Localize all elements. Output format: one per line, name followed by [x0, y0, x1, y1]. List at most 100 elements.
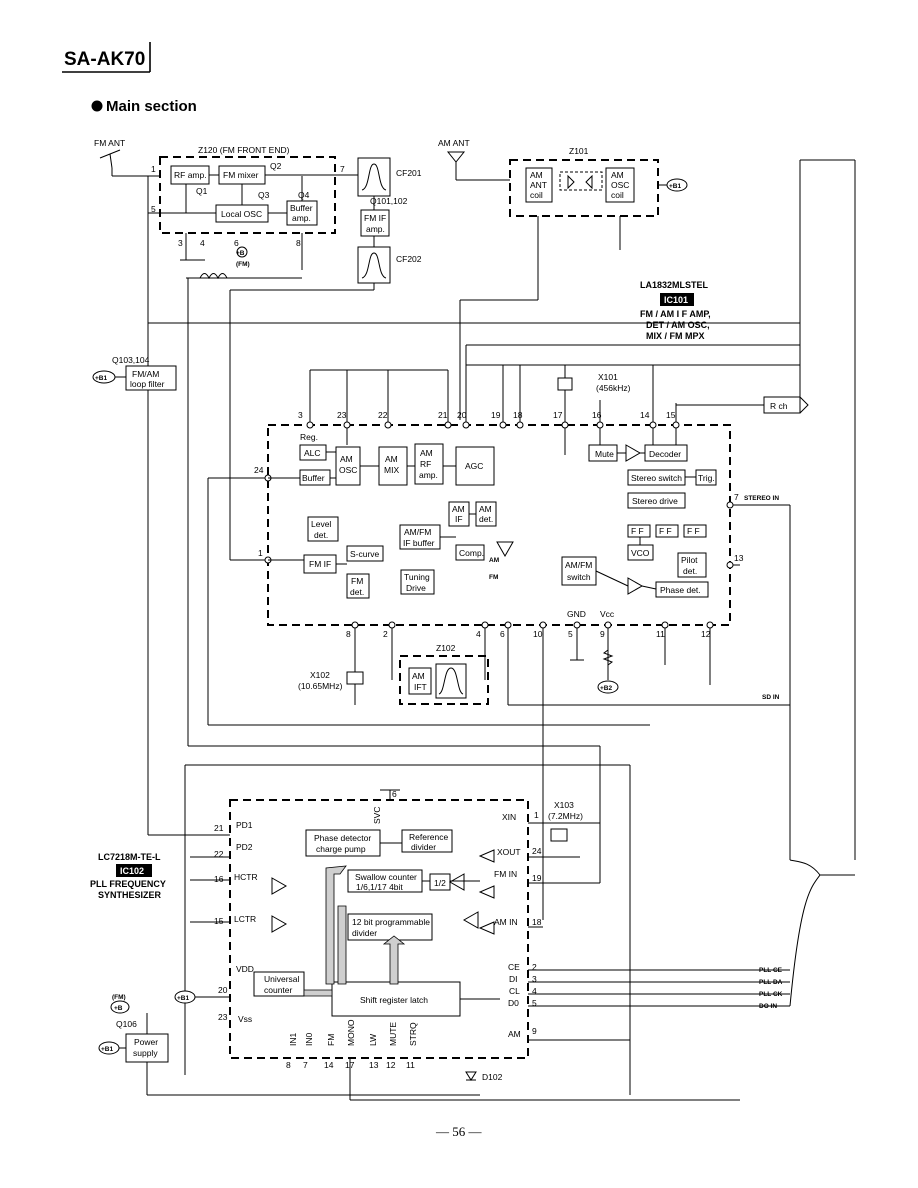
- pd2-label: PD2: [236, 842, 253, 852]
- reference-divider-2: divider: [411, 842, 436, 852]
- comp-block: Comp.: [459, 548, 484, 558]
- ic101-box: [267, 424, 731, 626]
- d102-label: D102: [482, 1072, 503, 1082]
- agc-block: AGC: [465, 461, 483, 471]
- varactor-icon: [567, 174, 593, 190]
- pll-ce-label: PLL CE: [759, 967, 783, 974]
- b2-label: +B2: [600, 685, 612, 692]
- q106-label: Q106: [116, 1019, 137, 1029]
- phase-detector-1: Phase detector: [314, 833, 371, 843]
- z102-box: [399, 655, 489, 705]
- programmable-divider-2: divider: [352, 928, 377, 938]
- fm-if-block: FM IF: [309, 559, 331, 569]
- am-ant-coil-1: AM: [530, 170, 543, 180]
- am-osc-1: AM: [340, 454, 353, 464]
- hctr-label: HCTR: [234, 872, 258, 882]
- ic102-pin-15: 15: [214, 916, 224, 926]
- vss-label: Vss: [238, 1014, 252, 1024]
- ic102-box: [229, 799, 529, 1059]
- am-mix-2: MIX: [384, 465, 399, 475]
- ic102-func-1: PLL FREQUENCY: [90, 879, 166, 889]
- vcc-label: Vcc: [600, 609, 615, 619]
- buffer-block: Buffer: [302, 473, 325, 483]
- ic101-pin-5: 5: [568, 629, 573, 639]
- resistor-icon: [602, 649, 614, 666]
- power-supply-2: supply: [133, 1048, 158, 1058]
- lw-label: LW: [368, 1034, 378, 1046]
- ic101-func-3: MIX / FM MPX: [646, 331, 705, 341]
- coil-icon: [199, 273, 228, 280]
- programmable-divider-1: 12 bit programmable: [352, 917, 430, 927]
- ic101-pin-11: 11: [656, 629, 665, 639]
- trig-block: Trig.: [698, 473, 715, 483]
- ic102-pin-12: 12: [386, 1060, 396, 1070]
- b1-power: +B1: [101, 1046, 113, 1053]
- pin-3: 3: [178, 238, 183, 248]
- ic102-pin-7: 7: [303, 1060, 308, 1070]
- buffer-amp-label-2: amp.: [292, 213, 311, 223]
- am-det-1: AM: [479, 504, 492, 514]
- am-fm-switch-2: switch: [567, 572, 591, 582]
- ic102-pin-9: 9: [532, 1026, 537, 1036]
- z101-box: [509, 159, 659, 217]
- crystal-x101-icon: [557, 377, 573, 391]
- pll-ck-label: PLL CK: [759, 991, 783, 998]
- mute-block: Mute: [595, 449, 614, 459]
- ic101-pin-18: 18: [513, 410, 523, 420]
- x103-label: X103: [554, 800, 574, 810]
- ic101-pin-19: 19: [491, 410, 501, 420]
- am-in-label: AM IN: [494, 917, 518, 927]
- ic102-pin-20: 20: [218, 985, 228, 995]
- bullet-icon: [91, 100, 103, 112]
- ic101-pin-10: 10: [533, 629, 543, 639]
- local-osc-block: Local OSC: [221, 209, 262, 219]
- z120-label: Z120 (FM FRONT END): [198, 145, 290, 155]
- am-ift-1: AM: [412, 671, 425, 681]
- x101-freq: (456kHz): [596, 383, 631, 393]
- loop-filter-label-2: loop filter: [130, 379, 165, 389]
- swallow-counter-2: 1/6,1/17 4bit: [356, 882, 403, 892]
- ic102-pin-4: 4: [532, 986, 537, 996]
- gnd-label: GND: [567, 609, 586, 619]
- fm-tag-power: (FM): [112, 994, 126, 1001]
- fm-det-2: det.: [350, 587, 364, 597]
- ic101-pin-8: 8: [346, 629, 351, 639]
- mute-label: MUTE: [388, 1022, 398, 1046]
- ic101-package: LA1832MLSTEL IC101 FM / AM I F AMP, DET …: [208, 280, 809, 770]
- amplifier-triangles: [271, 849, 495, 935]
- ic101-pin-20: 20: [457, 410, 467, 420]
- am-fm-if-buffer-1: AM/FM: [404, 527, 431, 537]
- am-ift-2: IFT: [414, 682, 427, 692]
- ic102-pin-21: 21: [214, 823, 224, 833]
- ic101-pin-13: 13: [734, 553, 744, 563]
- pin-7: 7: [340, 164, 345, 174]
- page-header: SA-AK70 Main section: [62, 42, 197, 115]
- b1-z101: +B1: [669, 183, 681, 190]
- z102-label: Z102: [436, 643, 456, 653]
- x102-label: X102: [310, 670, 330, 680]
- ic101-pin-12: 12: [701, 629, 711, 639]
- mono-label: MONO: [346, 1019, 356, 1046]
- vco-block: VCO: [631, 548, 650, 558]
- universal-counter-1: Universal: [264, 974, 300, 984]
- ic101-pin-14: 14: [640, 410, 650, 420]
- x101-label: X101: [598, 372, 618, 382]
- q3-label: Q3: [258, 190, 270, 200]
- ic102-pin-11: 11: [406, 1060, 415, 1070]
- svc-label: SVC: [372, 807, 382, 824]
- ic102-part: LC7218M-TE-L: [98, 852, 161, 862]
- q103-label: Q103,104: [112, 355, 150, 365]
- universal-counter-2: counter: [264, 985, 293, 995]
- vdd-label: VDD: [236, 964, 254, 974]
- lctr-label: LCTR: [234, 914, 256, 924]
- fm-det-1: FM: [351, 576, 363, 586]
- section-title: Main section: [106, 98, 197, 115]
- q101-label: Q101,102: [370, 196, 408, 206]
- am-rf-1: AM: [420, 448, 433, 458]
- xout-label: XOUT: [497, 847, 521, 857]
- am-switch-label: AM: [489, 557, 499, 564]
- ic102-pin-14: 14: [324, 1060, 334, 1070]
- am-if-2: IF: [455, 514, 463, 524]
- ff-block-2: F F: [659, 526, 672, 536]
- ic102-pin-8: 8: [286, 1060, 291, 1070]
